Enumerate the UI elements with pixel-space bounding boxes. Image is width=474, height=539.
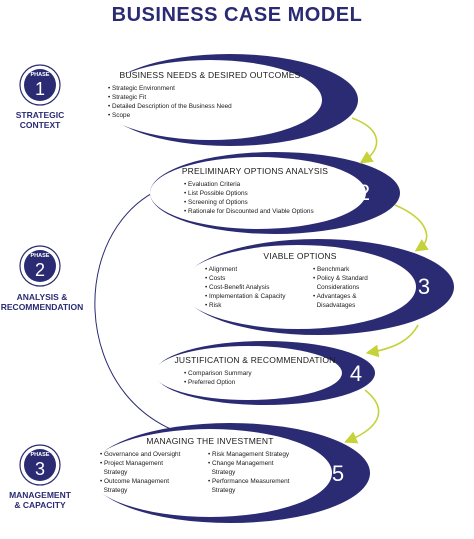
svg-text:1: 1 <box>35 79 45 99</box>
list-item: Implementation & Capacity <box>205 292 285 301</box>
step-2-title: PRELIMINARY OPTIONS ANALYSIS <box>181 166 329 176</box>
list-item: Risk <box>205 301 285 310</box>
list-item: Strategy <box>103 487 128 494</box>
svg-text:PHASE: PHASE <box>31 253 50 259</box>
step-4-number: 4 <box>350 361 362 386</box>
step-1-number: 1 <box>292 86 304 111</box>
step-5-list-left: Governance and Oversight Project Managem… <box>100 450 181 495</box>
list-item: Costs <box>205 274 285 283</box>
list-item: Alignment <box>205 265 285 274</box>
step-4-title: JUSTIFICATION & RECOMMENDATION <box>174 355 336 365</box>
step-3-number: 3 <box>418 274 430 299</box>
list-item: Policy & Standard <box>313 274 368 283</box>
list-item: Strategy <box>211 487 236 494</box>
list-item: List Possible Options <box>184 189 314 198</box>
phase-2-label: ANALYSIS & RECOMMENDATION <box>0 292 84 312</box>
list-item: Preferred Option <box>184 378 252 387</box>
list-item: Disadvatages <box>316 302 356 309</box>
step-3-list-left: Alignment Costs Cost-Benefit Analysis Im… <box>205 265 286 310</box>
list-item: Project Management <box>100 459 180 468</box>
step-3-list-right: Benchmark Policy & Standard Consideratio… <box>313 265 368 310</box>
svg-text:3: 3 <box>35 459 45 479</box>
phase-3-label: MANAGEMENT & CAPACITY <box>9 490 71 510</box>
list-item: Comparison Summary <box>184 369 252 378</box>
step-2-list: Evaluation Criteria List Possible Option… <box>184 180 314 216</box>
list-item: Detailed Description of the Business Nee… <box>108 102 232 111</box>
step-4-list: Comparison Summary Preferred Option <box>184 369 252 387</box>
list-item: Screening of Options <box>184 198 314 207</box>
svg-text:PHASE: PHASE <box>31 452 50 458</box>
arrow-4-to-5 <box>344 389 380 444</box>
step-5-number: 5 <box>332 461 344 486</box>
phase-2-badge: PHASE 2 <box>19 245 61 287</box>
step-5-list-right: Risk Management Strategy Change Manageme… <box>208 450 290 495</box>
step-1-title: BUSINESS NEEDS & DESIRED OUTCOMES <box>119 70 301 80</box>
list-item: Strategy <box>103 469 128 476</box>
phase-1-badge: PHASE 1 <box>19 64 61 106</box>
list-item: Governance and Oversight <box>100 450 180 459</box>
list-item: Strategy <box>211 469 236 476</box>
arrow-3-to-4 <box>365 324 419 358</box>
list-item: Evaluation Criteria <box>184 180 314 189</box>
list-item: Outcome Management <box>100 477 180 486</box>
list-item: Scope <box>108 111 232 120</box>
list-item: Change Management <box>208 459 289 468</box>
step-3-title: VIABLE OPTIONS <box>263 251 337 261</box>
svg-text:2: 2 <box>35 260 45 280</box>
list-item: Cost-Benefit Analysis <box>205 283 285 292</box>
step-1-list: Strategic Environment Strategic Fit Deta… <box>108 84 232 120</box>
phase-3-badge: PHASE 3 <box>19 444 61 486</box>
list-item: Performance Measurement <box>208 477 289 486</box>
list-item: Benchmark <box>313 265 368 274</box>
svg-text:PHASE: PHASE <box>31 72 50 78</box>
phase2-loop <box>94 179 211 441</box>
list-item: Strategic Environment <box>108 84 232 93</box>
arrow-2-to-3 <box>394 204 429 252</box>
list-item: Advantages & <box>313 292 368 301</box>
phase-1-label: STRATEGIC CONTEXT <box>15 110 65 130</box>
list-item: Rationale for Discounted and Viable Opti… <box>184 207 314 216</box>
list-item: Risk Management Strategy <box>208 450 289 459</box>
list-item: Strategic Fit <box>108 93 232 102</box>
list-item: Considerations <box>316 284 360 291</box>
step-2-number: 2 <box>358 180 370 205</box>
diagram-title: BUSINESS CASE MODEL <box>111 4 363 26</box>
step-5-title: MANAGING THE INVESTMENT <box>146 436 274 446</box>
arrow-1-to-2 <box>351 117 378 164</box>
